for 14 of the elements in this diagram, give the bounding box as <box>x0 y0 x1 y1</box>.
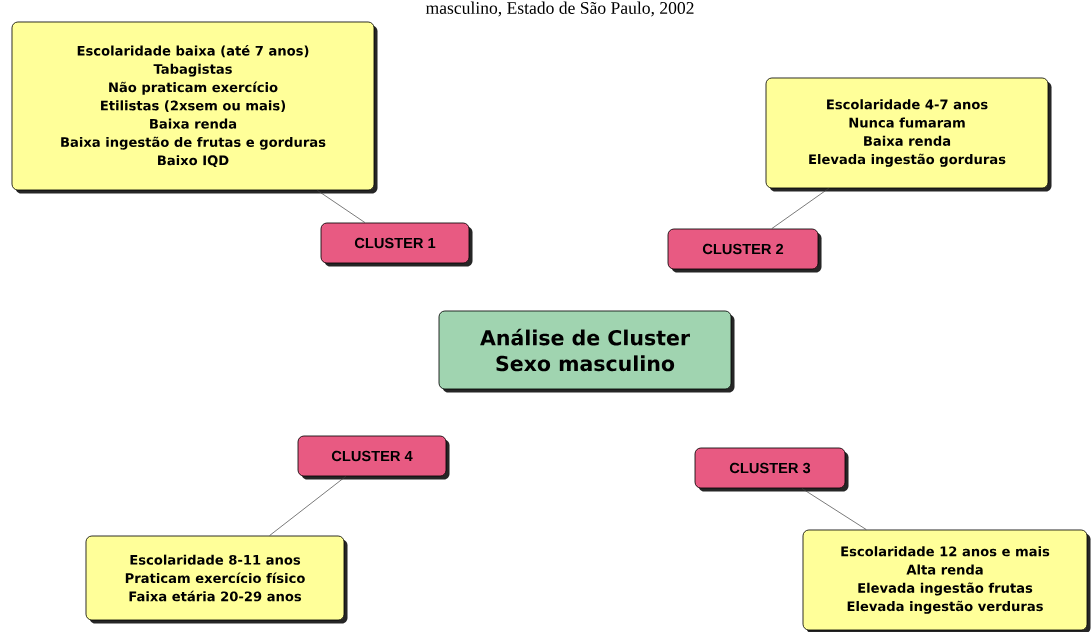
info-box: Escolaridade 12 anos e mais Alta renda Elevada ingestão frutas Elevada ingestão verduras <box>802 529 1091 632</box>
connector-line <box>801 488 867 530</box>
cluster-box: CLUSTER 2 <box>667 228 822 273</box>
info-box: Escolaridade baixa (até 7 anos) Tabagistas Não praticam exercício Etilistas (2xsem ou mais) Baixa renda Baixa ingestão de frutas e gorduras Baixo IQD <box>11 21 378 194</box>
cluster-box: CLUSTER 3 <box>694 447 849 492</box>
connector-line <box>771 188 829 229</box>
cluster-box: CLUSTER 1 <box>320 222 473 267</box>
connector-line <box>317 190 366 223</box>
info-box: Escolaridade 4-7 anos Nunca fumaram Baixa renda Elevada ingestão gorduras <box>765 77 1052 192</box>
caption-text: masculino, Estado de São Paulo, 2002 <box>425 1 694 17</box>
central-topic-box: Análise de Cluster Sexo masculino <box>438 310 735 393</box>
cluster-box: CLUSTER 4 <box>297 435 450 480</box>
connector-line <box>269 476 347 536</box>
info-box: Escolaridade 8-11 anos Praticam exercício físico Faixa etária 20-29 anos <box>85 535 348 624</box>
